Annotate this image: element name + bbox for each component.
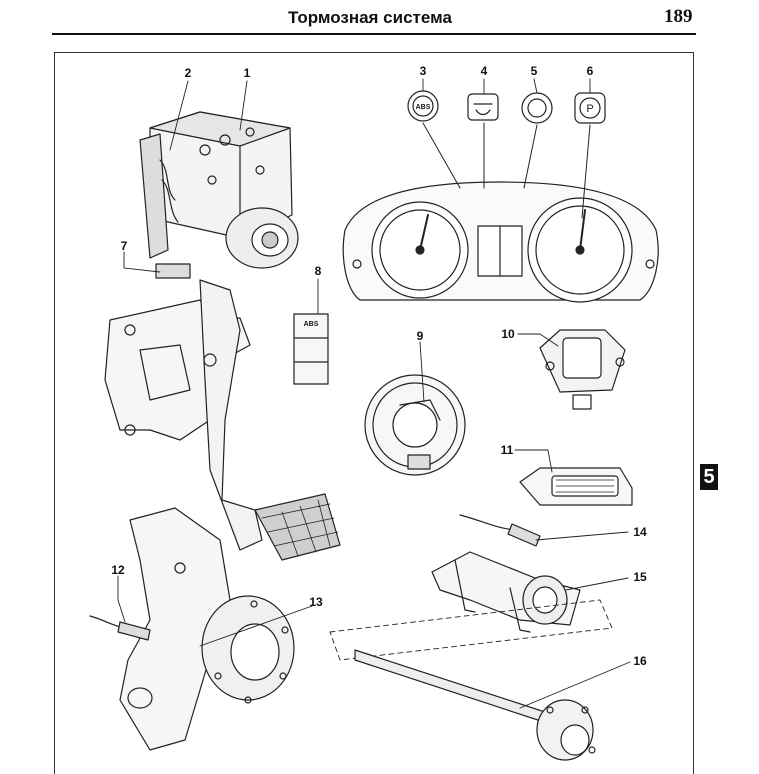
section-tab: 5 xyxy=(700,464,718,490)
callout-14: 14 xyxy=(633,525,647,539)
brake-pedal-illustration xyxy=(104,263,341,561)
rear-wheel-sensor-illustration xyxy=(459,514,541,547)
callout-10: 10 xyxy=(501,327,515,341)
abs-warning-icon-label: ABS xyxy=(416,104,431,111)
page-number: 189 xyxy=(664,6,693,27)
callout-4: 4 xyxy=(481,64,488,78)
drive-shaft-illustration xyxy=(354,649,596,761)
svg-text:P: P xyxy=(586,103,593,115)
callout-16: 16 xyxy=(633,654,647,668)
callout-13: 13 xyxy=(309,595,323,609)
rear-axle-bracket-illustration xyxy=(329,551,613,661)
callout-11: 11 xyxy=(501,443,514,457)
instrument-cluster-illustration: ABS P xyxy=(342,90,659,303)
control-module-illustration xyxy=(539,329,626,410)
page-header: Тормозная система 189 xyxy=(0,0,759,40)
callout-labels: 2 1 3 4 5 6 7 8 9 10 11 12 13 14 15 16 xyxy=(111,64,647,668)
callout-2: 2 xyxy=(185,66,192,80)
clock-spring-illustration xyxy=(364,374,466,476)
header-rule xyxy=(52,33,696,35)
callout-9: 9 xyxy=(417,329,424,343)
callout-3: 3 xyxy=(420,64,427,78)
steering-knuckle-illustration xyxy=(89,507,295,751)
abs-fuse-label: ABS xyxy=(304,321,319,328)
callout-12: 12 xyxy=(111,563,125,577)
abs-fuse-illustration: ABS xyxy=(293,313,329,385)
page-title: Тормозная система xyxy=(288,8,452,27)
diagnostic-connector-illustration xyxy=(519,467,633,506)
callout-7: 7 xyxy=(121,239,128,253)
figure-frame xyxy=(54,52,694,774)
callout-8: 8 xyxy=(315,264,322,278)
callout-15: 15 xyxy=(633,570,647,584)
callout-5: 5 xyxy=(531,64,538,78)
abs-unit-illustration xyxy=(139,111,299,269)
callout-6: 6 xyxy=(587,64,594,78)
callout-1: 1 xyxy=(244,66,251,80)
